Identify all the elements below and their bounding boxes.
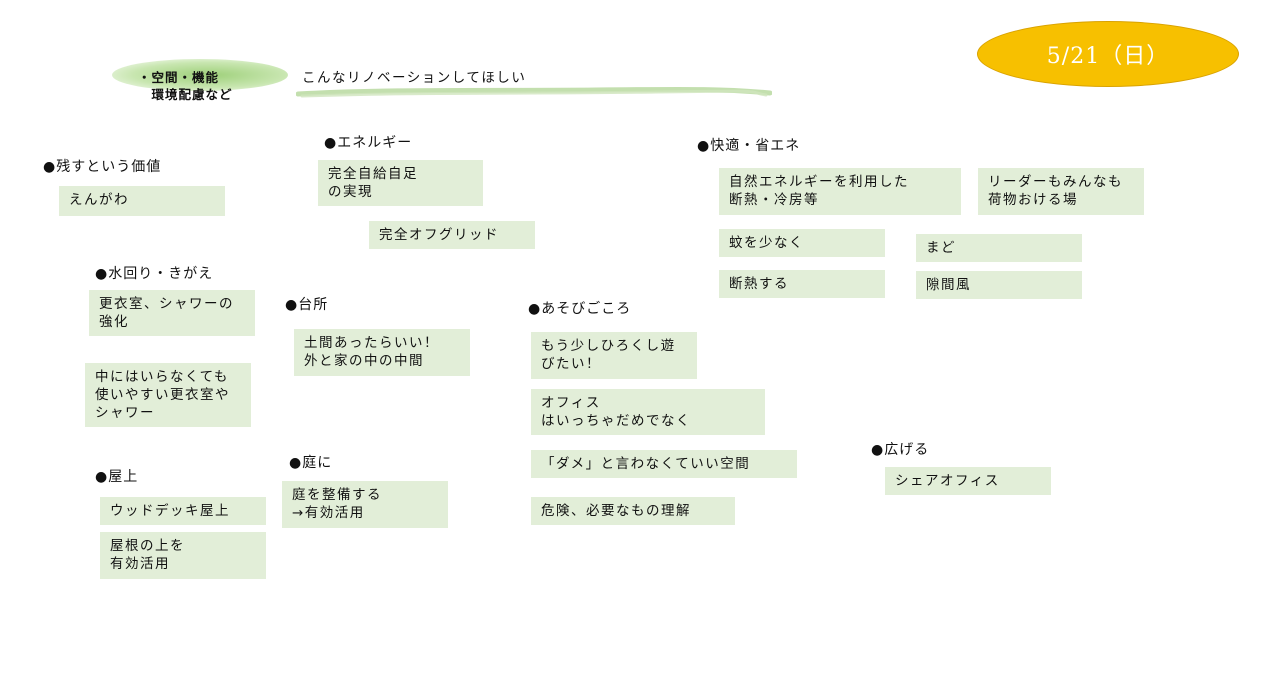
note-danger-understanding: 危険、必要なもの理解 xyxy=(531,497,735,525)
note-insulation: 断熱する xyxy=(719,270,885,298)
category-label: ・空間・機能 環境配慮など xyxy=(138,70,233,102)
brush-underline xyxy=(296,86,772,98)
note-wood-deck: ウッドデッキ屋上 xyxy=(100,497,266,525)
note-window: まど xyxy=(916,234,1082,262)
heading-daidokoro: ●台所 xyxy=(285,297,329,313)
heading-nokosu: ●残すという価値 xyxy=(43,159,162,175)
heading-asobigokoro: ●あそびごころ xyxy=(528,301,632,317)
date-badge: 5/21（日） xyxy=(977,21,1239,87)
page-title: こんなリノベーションしてほしい xyxy=(302,70,527,86)
heading-okujo: ●屋上 xyxy=(95,469,139,485)
heading-hirogeru: ●広げる xyxy=(871,442,930,458)
category-badge: ・空間・機能 環境配慮など xyxy=(110,57,288,103)
note-easy-changing-room: 中にはいらなくても 使いやすい更衣室や シャワー xyxy=(85,363,251,427)
note-no-dame-space: 「ダメ」と言わなくていい空間 xyxy=(531,450,797,478)
note-luggage-space: リーダーもみんなも 荷物おける場 xyxy=(978,168,1144,215)
note-wider-play: もう少しひろくし遊 びたい！ xyxy=(531,332,697,379)
note-doma: 土間あったらいい！ 外と家の中の中間 xyxy=(294,329,470,376)
heading-energy: ●エネルギー xyxy=(324,135,413,151)
heading-kaiteki: ●快適・省エネ xyxy=(697,138,801,154)
note-roof-use: 屋根の上を 有効活用 xyxy=(100,532,266,579)
note-office: オフィス はいっちゃだめでなく xyxy=(531,389,765,435)
heading-mizumawari: ●水回り・きがえ xyxy=(95,266,214,282)
note-self-sufficient: 完全自給自足 の実現 xyxy=(318,160,483,206)
date-text: 5/21（日） xyxy=(1046,44,1170,69)
note-engawa: えんがわ xyxy=(59,186,225,216)
note-draft: 隙間風 xyxy=(916,271,1082,299)
note-off-grid: 完全オフグリッド xyxy=(369,221,535,249)
note-natural-energy: 自然エネルギーを利用した 断熱・冷房等 xyxy=(719,168,961,215)
note-changing-room: 更衣室、シャワーの 強化 xyxy=(89,290,255,336)
note-share-office: シェアオフィス xyxy=(885,467,1051,495)
heading-niwa: ●庭に xyxy=(289,455,333,471)
note-fewer-mosquitoes: 蚊を少なく xyxy=(719,229,885,257)
badge-highlight xyxy=(112,59,288,91)
note-garden: 庭を整備する →有効活用 xyxy=(282,481,448,528)
